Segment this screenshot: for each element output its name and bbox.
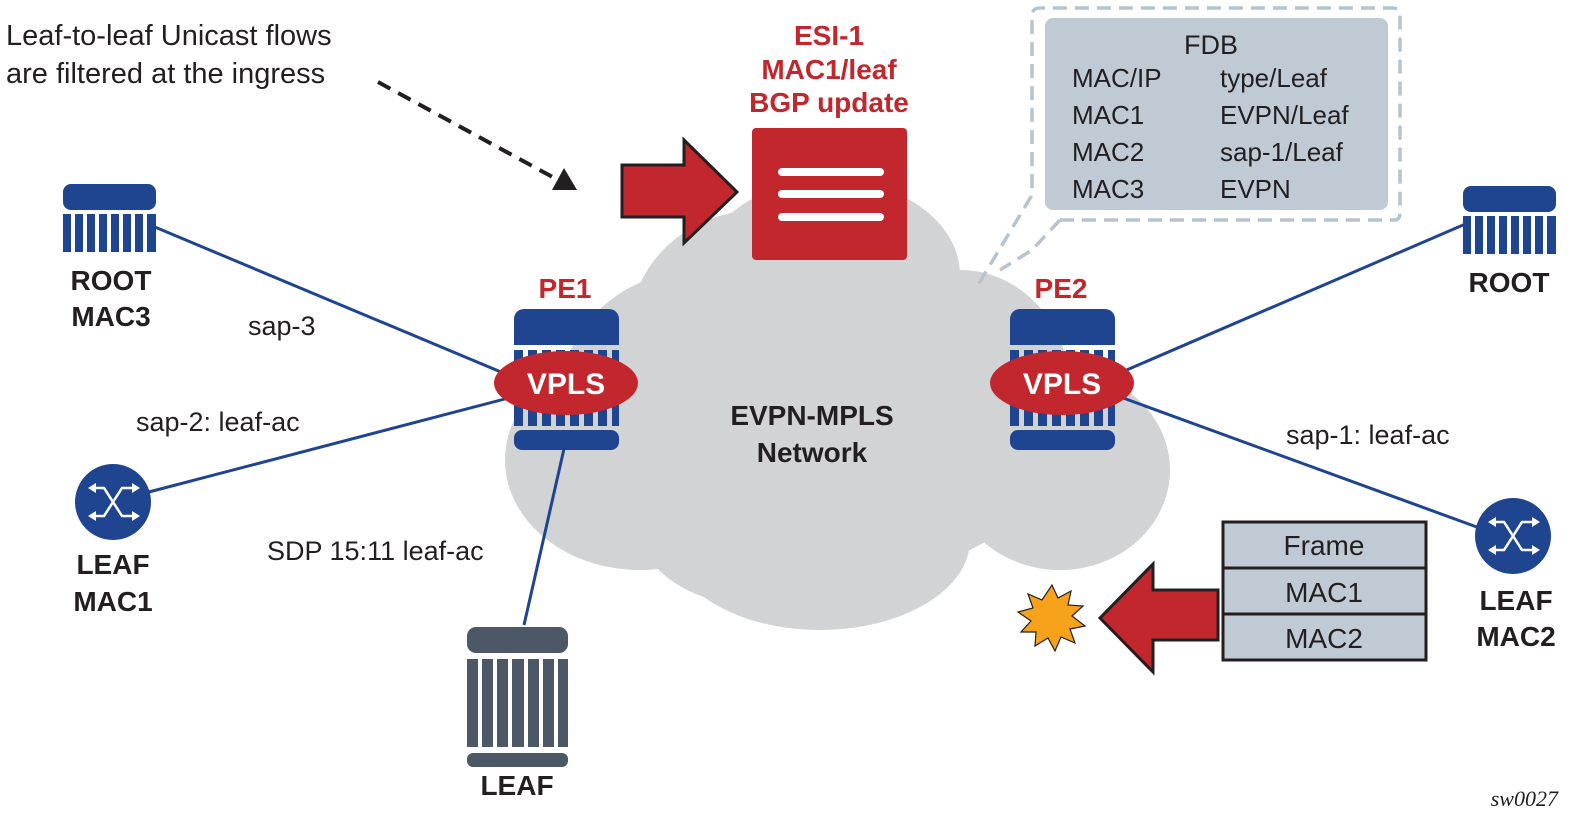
fdb-row-3-mac: MAC3 xyxy=(1072,174,1144,204)
link-label-sap1: sap-1: leaf-ac xyxy=(1286,420,1450,450)
leaf-mac2-switch-icon[interactable] xyxy=(1475,498,1551,574)
fdb-row-0-mac: MAC/IP xyxy=(1072,63,1162,93)
fdb-row-1-mac: MAC1 xyxy=(1072,100,1144,130)
leaf-bottom-label: LEAF xyxy=(480,770,553,801)
fdb-row-1-type: EVPN/Leaf xyxy=(1220,100,1349,130)
link-label-sap3: sap-3 xyxy=(248,311,316,341)
pe2-vpls-label: VPLS xyxy=(1023,368,1101,401)
link-sap1 xyxy=(1114,393,1486,532)
root-mac3-device-icon[interactable] xyxy=(63,184,156,252)
frame-row-2: MAC2 xyxy=(1285,623,1363,654)
drop-burst-icon xyxy=(1016,583,1087,653)
root-mac3-label-line2: MAC3 xyxy=(71,301,150,332)
pe1-vpls-label: VPLS xyxy=(527,368,605,401)
frame-row-1: MAC1 xyxy=(1285,577,1363,608)
bgp-label-line1: ESI-1 xyxy=(794,20,864,51)
root-right-device-icon[interactable] xyxy=(1463,186,1556,254)
drop-arrow-icon xyxy=(1097,560,1220,676)
figure-id: sw0027 xyxy=(1491,786,1559,811)
annotation-text-line2: are filtered at the ingress xyxy=(6,58,325,90)
leaf-mac2-label-line2: MAC2 xyxy=(1476,621,1555,652)
pe2-router-icon[interactable] xyxy=(990,309,1134,450)
evpn-mpls-cloud xyxy=(505,180,1170,630)
annotation-text-line1: Leaf-to-leaf Unicast flows xyxy=(6,20,332,52)
bgp-label-line3: BGP update xyxy=(749,87,909,118)
network-label-line1: EVPN-MPLS xyxy=(730,400,893,431)
fdb-callout xyxy=(973,6,1402,291)
links xyxy=(144,220,1486,626)
fdb-title: FDB xyxy=(1184,30,1238,60)
bgp-arrow-icon xyxy=(620,136,740,247)
fdb-row-2-mac: MAC2 xyxy=(1072,137,1144,167)
leaf-mac2-label-line1: LEAF xyxy=(1479,585,1552,616)
link-label-sap2: sap-2: leaf-ac xyxy=(136,407,300,437)
frame-row-0: Frame xyxy=(1284,530,1365,561)
link-sap3 xyxy=(149,223,521,382)
frame-table xyxy=(1221,520,1428,662)
root-mac3-label-line1: ROOT xyxy=(71,265,152,296)
leaf-mac1-switch-icon[interactable] xyxy=(75,464,151,540)
pe1-label: PE1 xyxy=(539,273,592,304)
root-right-label: ROOT xyxy=(1469,267,1550,298)
fdb-row-0-type: type/Leaf xyxy=(1220,63,1328,93)
pe1-router-icon[interactable] xyxy=(494,309,638,450)
fdb-row-3-type: EVPN xyxy=(1220,174,1291,204)
fdb-row-2-type: sap-1/Leaf xyxy=(1220,137,1344,167)
leaf-mac1-label-line2: MAC1 xyxy=(73,586,152,617)
leaf-bottom-device-icon[interactable] xyxy=(467,627,568,767)
link-root-right xyxy=(1114,220,1471,377)
leaf-mac1-label-line1: LEAF xyxy=(76,549,149,580)
bgp-label-line2: MAC1/leaf xyxy=(761,54,897,85)
link-sdp xyxy=(522,439,568,626)
link-sap2 xyxy=(144,393,521,495)
network-label-line2: Network xyxy=(757,437,868,468)
pe2-label: PE2 xyxy=(1035,273,1088,304)
link-label-sdp: SDP 15:11 leaf-ac xyxy=(267,536,484,566)
bgp-message-icon xyxy=(752,128,907,260)
annotation-arrow xyxy=(377,80,577,190)
